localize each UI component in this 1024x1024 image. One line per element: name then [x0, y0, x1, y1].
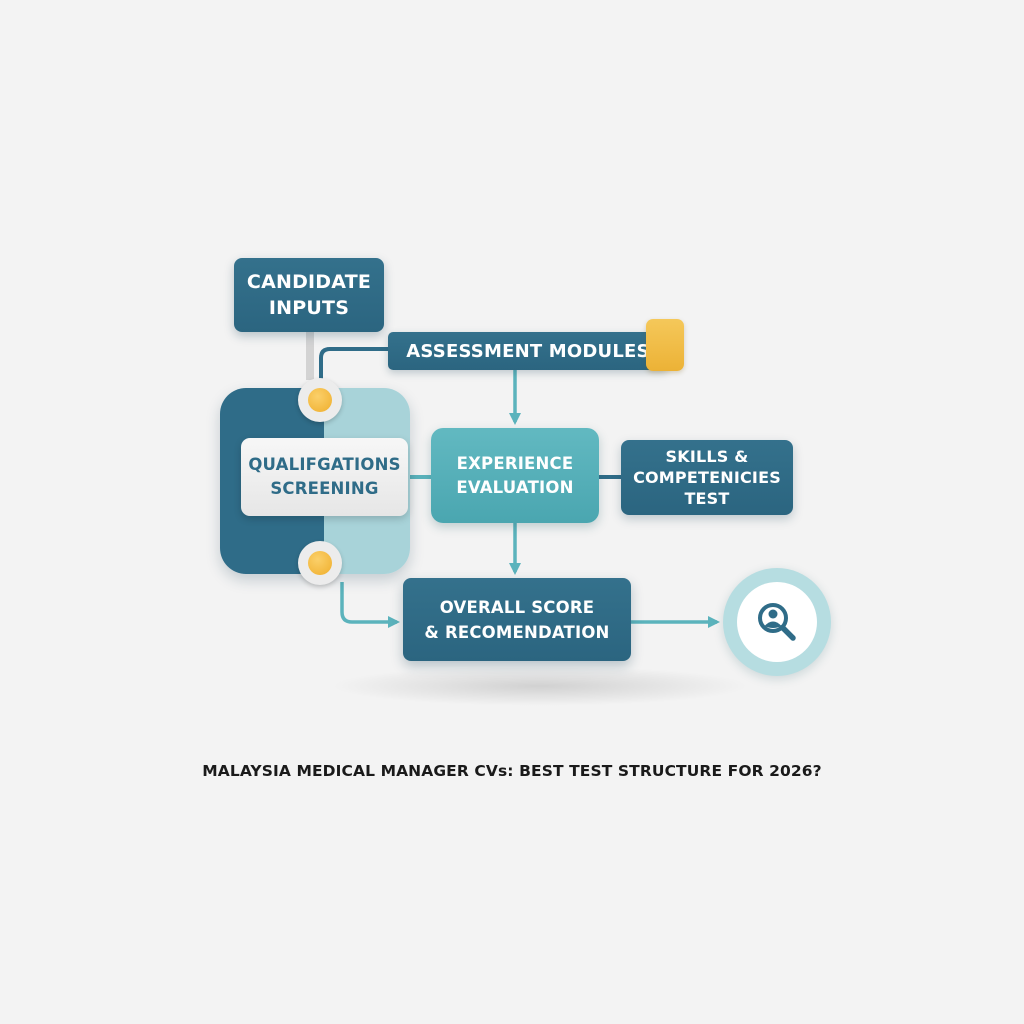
candidate-search-icon: [758, 603, 796, 641]
node-candidate-inputs: CANDIDATE INPUTS: [234, 258, 384, 332]
node-label: EXPERIENCE EVALUATION: [456, 453, 574, 497]
node-experience-evaluation: EXPERIENCE EVALUATION: [431, 428, 599, 523]
ground-shadow: [330, 666, 750, 706]
node-label: OVERALL SCORE & RECOMENDATION: [424, 597, 610, 642]
connector-dot-icon: [298, 541, 342, 585]
link-assessment-to-dot: [319, 347, 388, 380]
link-dot-to-overall: [340, 582, 400, 628]
result-node: [723, 568, 831, 676]
node-qualifications-screening: QUALIFGATIONS SCREENING: [241, 438, 408, 516]
diagram-caption: MALAYSIA MEDICAL MANAGER CVs: BEST TEST …: [202, 762, 822, 780]
node-skills-competencies-test: SKILLS & COMPETENICIES TEST: [621, 440, 793, 515]
node-label: ASSESSMENT MODULES: [406, 340, 650, 362]
node-overall-score: OVERALL SCORE & RECOMENDATION: [403, 578, 631, 661]
node-label: SKILLS & COMPETENICIES TEST: [633, 447, 781, 508]
node-assessment-modules: ASSESSMENT MODULES: [388, 332, 668, 370]
connector-dot-icon: [298, 378, 342, 422]
highlight-badge-icon: [646, 319, 684, 371]
node-label: CANDIDATE INPUTS: [246, 271, 372, 319]
node-label: QUALIFGATIONS SCREENING: [248, 455, 401, 498]
